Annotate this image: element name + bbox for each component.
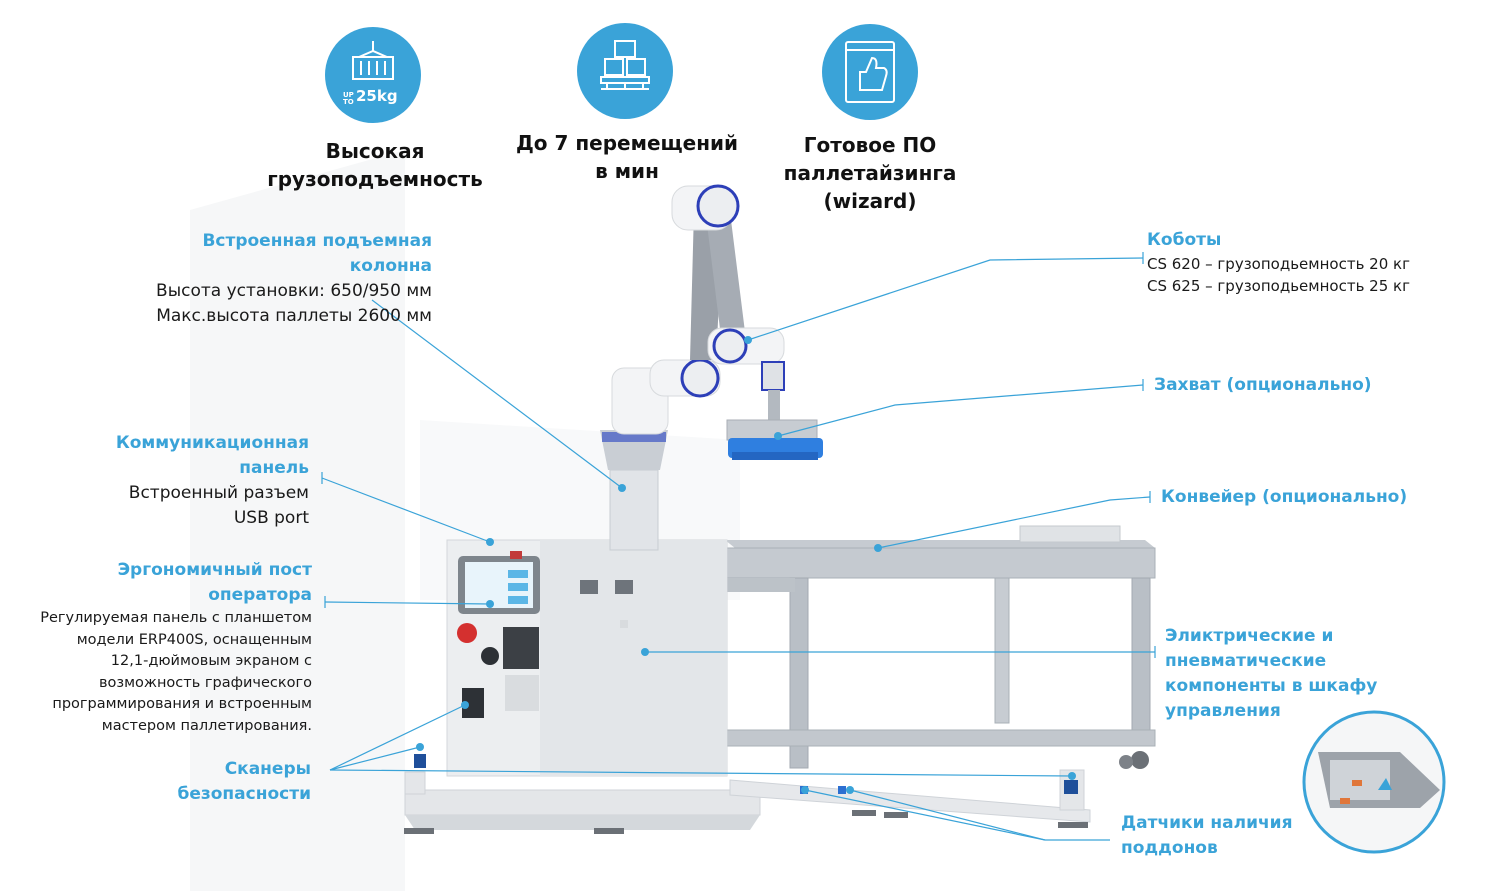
line-conveyor bbox=[877, 496, 1151, 549]
callout-cobots: Коботы CS 620 – грузоподьемность 20 кг C… bbox=[1147, 230, 1410, 295]
lift-column bbox=[600, 430, 668, 551]
pallet-boxes-icon bbox=[577, 23, 673, 119]
line-scanner-1 bbox=[329, 704, 466, 771]
leader-lines bbox=[321, 252, 1156, 841]
callout-safety-scanners: Сканеры безопасности bbox=[177, 759, 311, 804]
capacity-badge-value: 25kg bbox=[356, 87, 398, 105]
callout-operator-post: Эргономичный пост оператора Регулируемая… bbox=[40, 560, 312, 734]
callout-gripper: Захват (опционально) bbox=[1154, 375, 1372, 395]
line-operator-post bbox=[324, 601, 491, 605]
thumbs-up-tablet-icon bbox=[822, 24, 918, 120]
line-gripper bbox=[777, 384, 1144, 437]
callout-conveyor: Конвейер (опционально) bbox=[1161, 487, 1408, 507]
callout-pallet-sensors: Датчики наличия поддонов bbox=[1121, 813, 1293, 858]
bg-wedge-left bbox=[190, 150, 405, 891]
callout-electrical: Эликтрические и пневматические компонент… bbox=[1165, 626, 1378, 721]
gripper bbox=[726, 419, 823, 460]
line-scanner-3 bbox=[329, 769, 1073, 777]
capacity-badge-small: UP TO bbox=[343, 91, 354, 106]
line-sensor-2 bbox=[849, 789, 1046, 841]
line-lift-column bbox=[371, 299, 623, 489]
leader-dots bbox=[416, 336, 1076, 794]
control-cabinet bbox=[446, 539, 728, 777]
cobot-arm bbox=[611, 184, 785, 435]
conveyor-frame bbox=[724, 525, 1156, 769]
container-lift-icon: UP TO 25kg bbox=[325, 27, 421, 123]
line-scanner-2 bbox=[329, 746, 421, 771]
detail-inset bbox=[1302, 710, 1446, 854]
line-comm-panel bbox=[321, 477, 491, 543]
line-cobots bbox=[747, 257, 1144, 341]
callout-comm-panel: Коммуникационная панель Встроенный разъе… bbox=[115, 433, 309, 528]
callout-lift-column: Встроенная подъемная колонна Высота уста… bbox=[156, 231, 432, 326]
